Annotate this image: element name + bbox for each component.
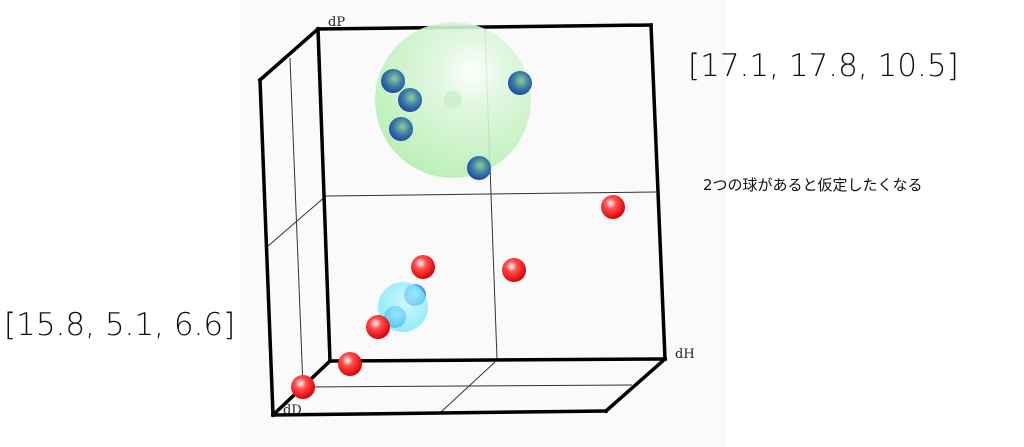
box-edge xyxy=(328,357,667,363)
red-point xyxy=(411,255,435,279)
box-edge xyxy=(271,409,608,417)
green-sphere-center xyxy=(444,91,462,109)
red-point xyxy=(601,195,625,219)
red-point xyxy=(291,375,315,399)
box-edge xyxy=(603,356,668,414)
grid-line xyxy=(325,191,657,197)
data-marks xyxy=(291,22,625,399)
grid-line xyxy=(440,361,496,413)
box-edge xyxy=(316,27,332,363)
blue-point xyxy=(389,117,413,141)
red-point xyxy=(502,258,526,282)
cyan-sphere xyxy=(378,282,428,332)
blue-point xyxy=(508,71,532,95)
note-text: 2つの球があると仮定したくなる xyxy=(703,176,923,194)
blue-point xyxy=(381,69,405,93)
grid-line xyxy=(302,384,633,388)
box-edge xyxy=(258,78,275,417)
blue-point xyxy=(398,88,422,112)
box-edge xyxy=(316,23,653,31)
sphere1-center-label: [17.1, 17.8, 10.5] xyxy=(688,48,959,84)
axis-label-dd: dD xyxy=(283,403,302,418)
box-edge xyxy=(257,26,321,83)
red-point xyxy=(366,315,390,339)
box-edge xyxy=(649,23,667,361)
red-point xyxy=(338,352,362,376)
grid-line xyxy=(267,195,327,247)
axis-label-dp: dP xyxy=(328,15,345,30)
grid-line xyxy=(289,57,304,388)
axis-label-dh: dH xyxy=(675,347,695,362)
sphere2-center-label: [15.8, 5.1, 6.6] xyxy=(4,307,236,343)
blue-point xyxy=(467,156,491,180)
